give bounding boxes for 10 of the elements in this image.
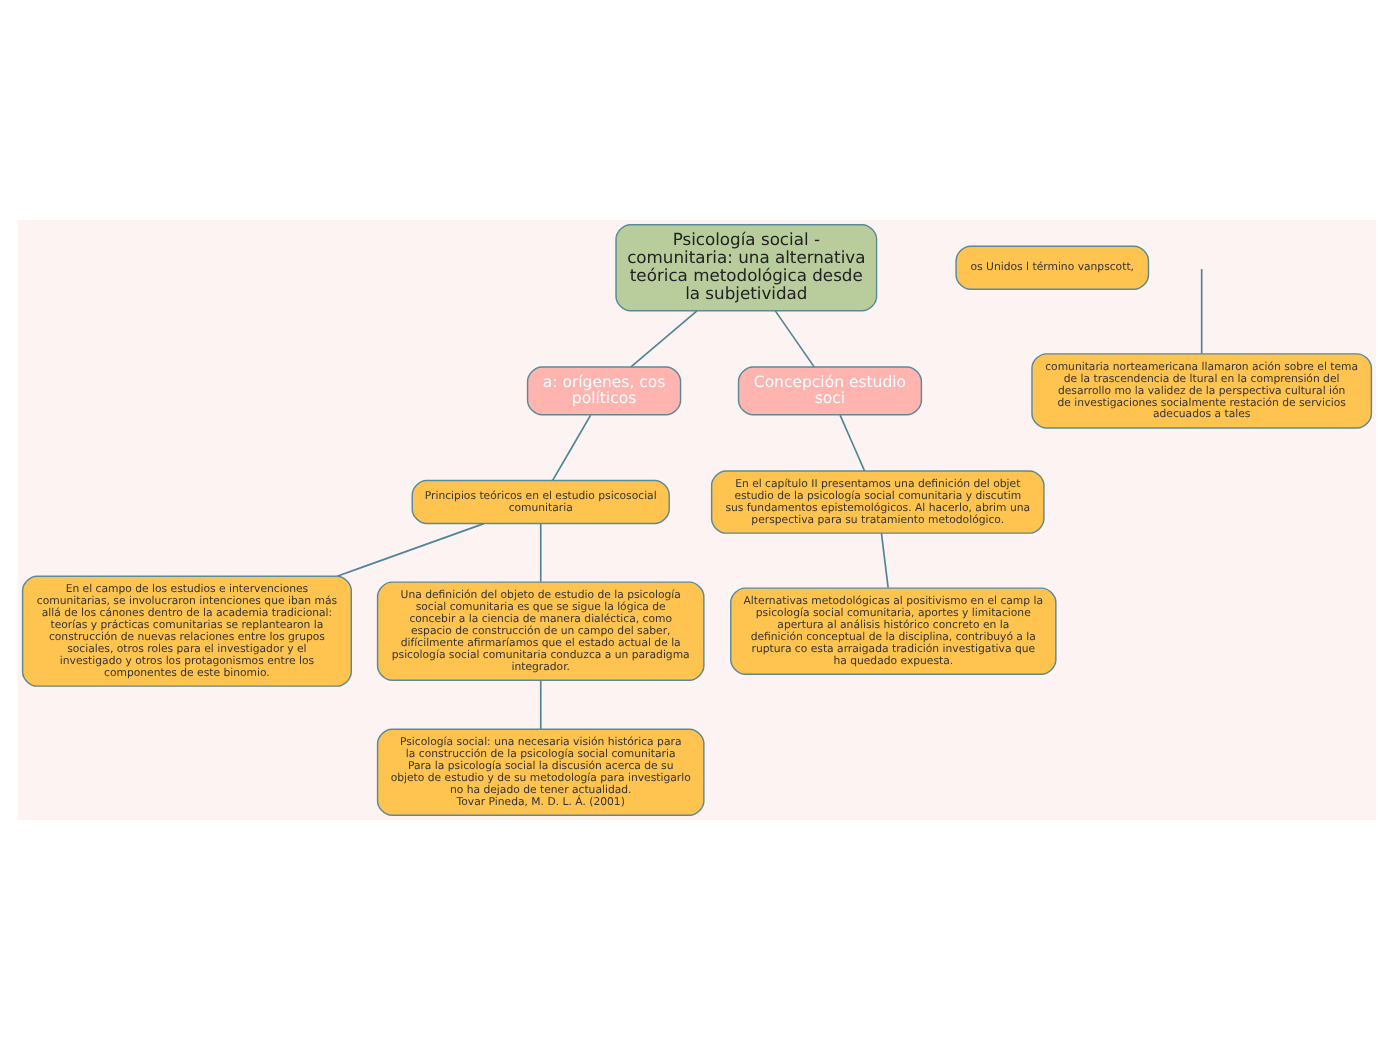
node-box: Psicología social - comunitaria: una alternativa teórica metodológica desde la subjetividad (615, 224, 878, 312)
connector (1200, 268, 1203, 355)
connector (880, 532, 889, 589)
connector (839, 414, 866, 472)
connector (336, 522, 485, 577)
connector (630, 310, 698, 368)
connector (539, 522, 542, 583)
connector (551, 414, 592, 482)
connector (539, 679, 542, 730)
connector (774, 310, 815, 368)
